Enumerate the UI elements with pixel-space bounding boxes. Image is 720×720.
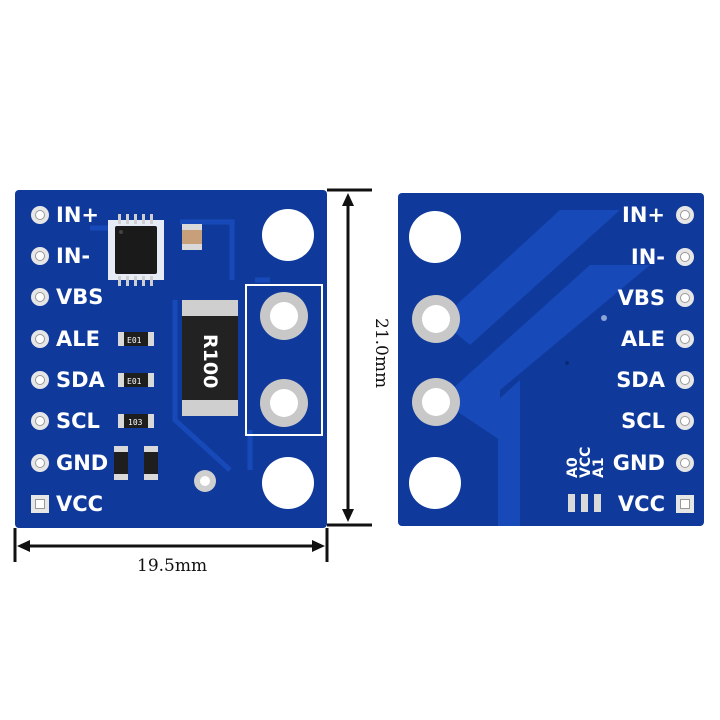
back-traces: [440, 210, 650, 526]
front-pin-label-vcc: VCC: [56, 492, 103, 516]
back-pin-label-vbs: VBS: [618, 286, 665, 310]
back-pin-pads: [676, 206, 694, 513]
back-pin-label-in-minus: IN-: [631, 245, 665, 269]
smd-code-3: 103: [128, 418, 143, 427]
front-board: IN+ IN- VBS ALE SDA SCL GND VCC: [15, 190, 327, 528]
front-pin-label-ale: ALE: [56, 327, 100, 351]
back-pin-label-in-plus: IN+: [622, 203, 665, 227]
front-pin-label-vbs: VBS: [56, 285, 103, 309]
smd-resistors: E01 E01 103: [114, 332, 158, 480]
front-pin-label-in-plus: IN+: [56, 203, 99, 227]
addr-label-a0: A0: [565, 457, 581, 478]
addr-label-vcc: VCC: [578, 447, 594, 478]
front-traces: [90, 219, 270, 472]
back-pin-label-sda: SDA: [616, 368, 666, 392]
width-dimension: 19.5mm: [137, 556, 207, 576]
addr-label-a1: A1: [591, 457, 607, 478]
back-pin-label-vcc: VCC: [618, 492, 665, 516]
smd-code-1: E01: [127, 336, 142, 345]
back-board: IN+ IN- VBS ALE SDA SCL GND VCC A0 VCC A…: [398, 193, 704, 526]
front-pin-pads: [31, 206, 49, 513]
back-pin-label-gnd: GND: [613, 451, 665, 475]
height-dimension: 21.0mm: [371, 318, 391, 388]
address-jumpers: A0 VCC A1: [565, 447, 607, 512]
shunt-resistor: R100: [182, 300, 238, 416]
front-pin-label-scl: SCL: [56, 409, 100, 433]
back-pin-label-ale: ALE: [621, 327, 665, 351]
front-mount-holes: [194, 209, 314, 509]
ic-chip: [108, 214, 164, 286]
terminal-outline: [245, 284, 323, 436]
front-pin-label-sda: SDA: [56, 368, 106, 392]
back-mount-holes: [409, 211, 607, 509]
smd-code-2: E01: [127, 377, 142, 386]
back-pin-label-scl: SCL: [621, 409, 665, 433]
shunt-label: R100: [199, 334, 221, 388]
dimension-annotations: 19.5mm 21.0mm: [13, 188, 391, 576]
front-pin-label-in-minus: IN-: [56, 244, 90, 268]
front-pin-label-gnd: GND: [56, 451, 108, 475]
capacitor: [182, 224, 202, 250]
